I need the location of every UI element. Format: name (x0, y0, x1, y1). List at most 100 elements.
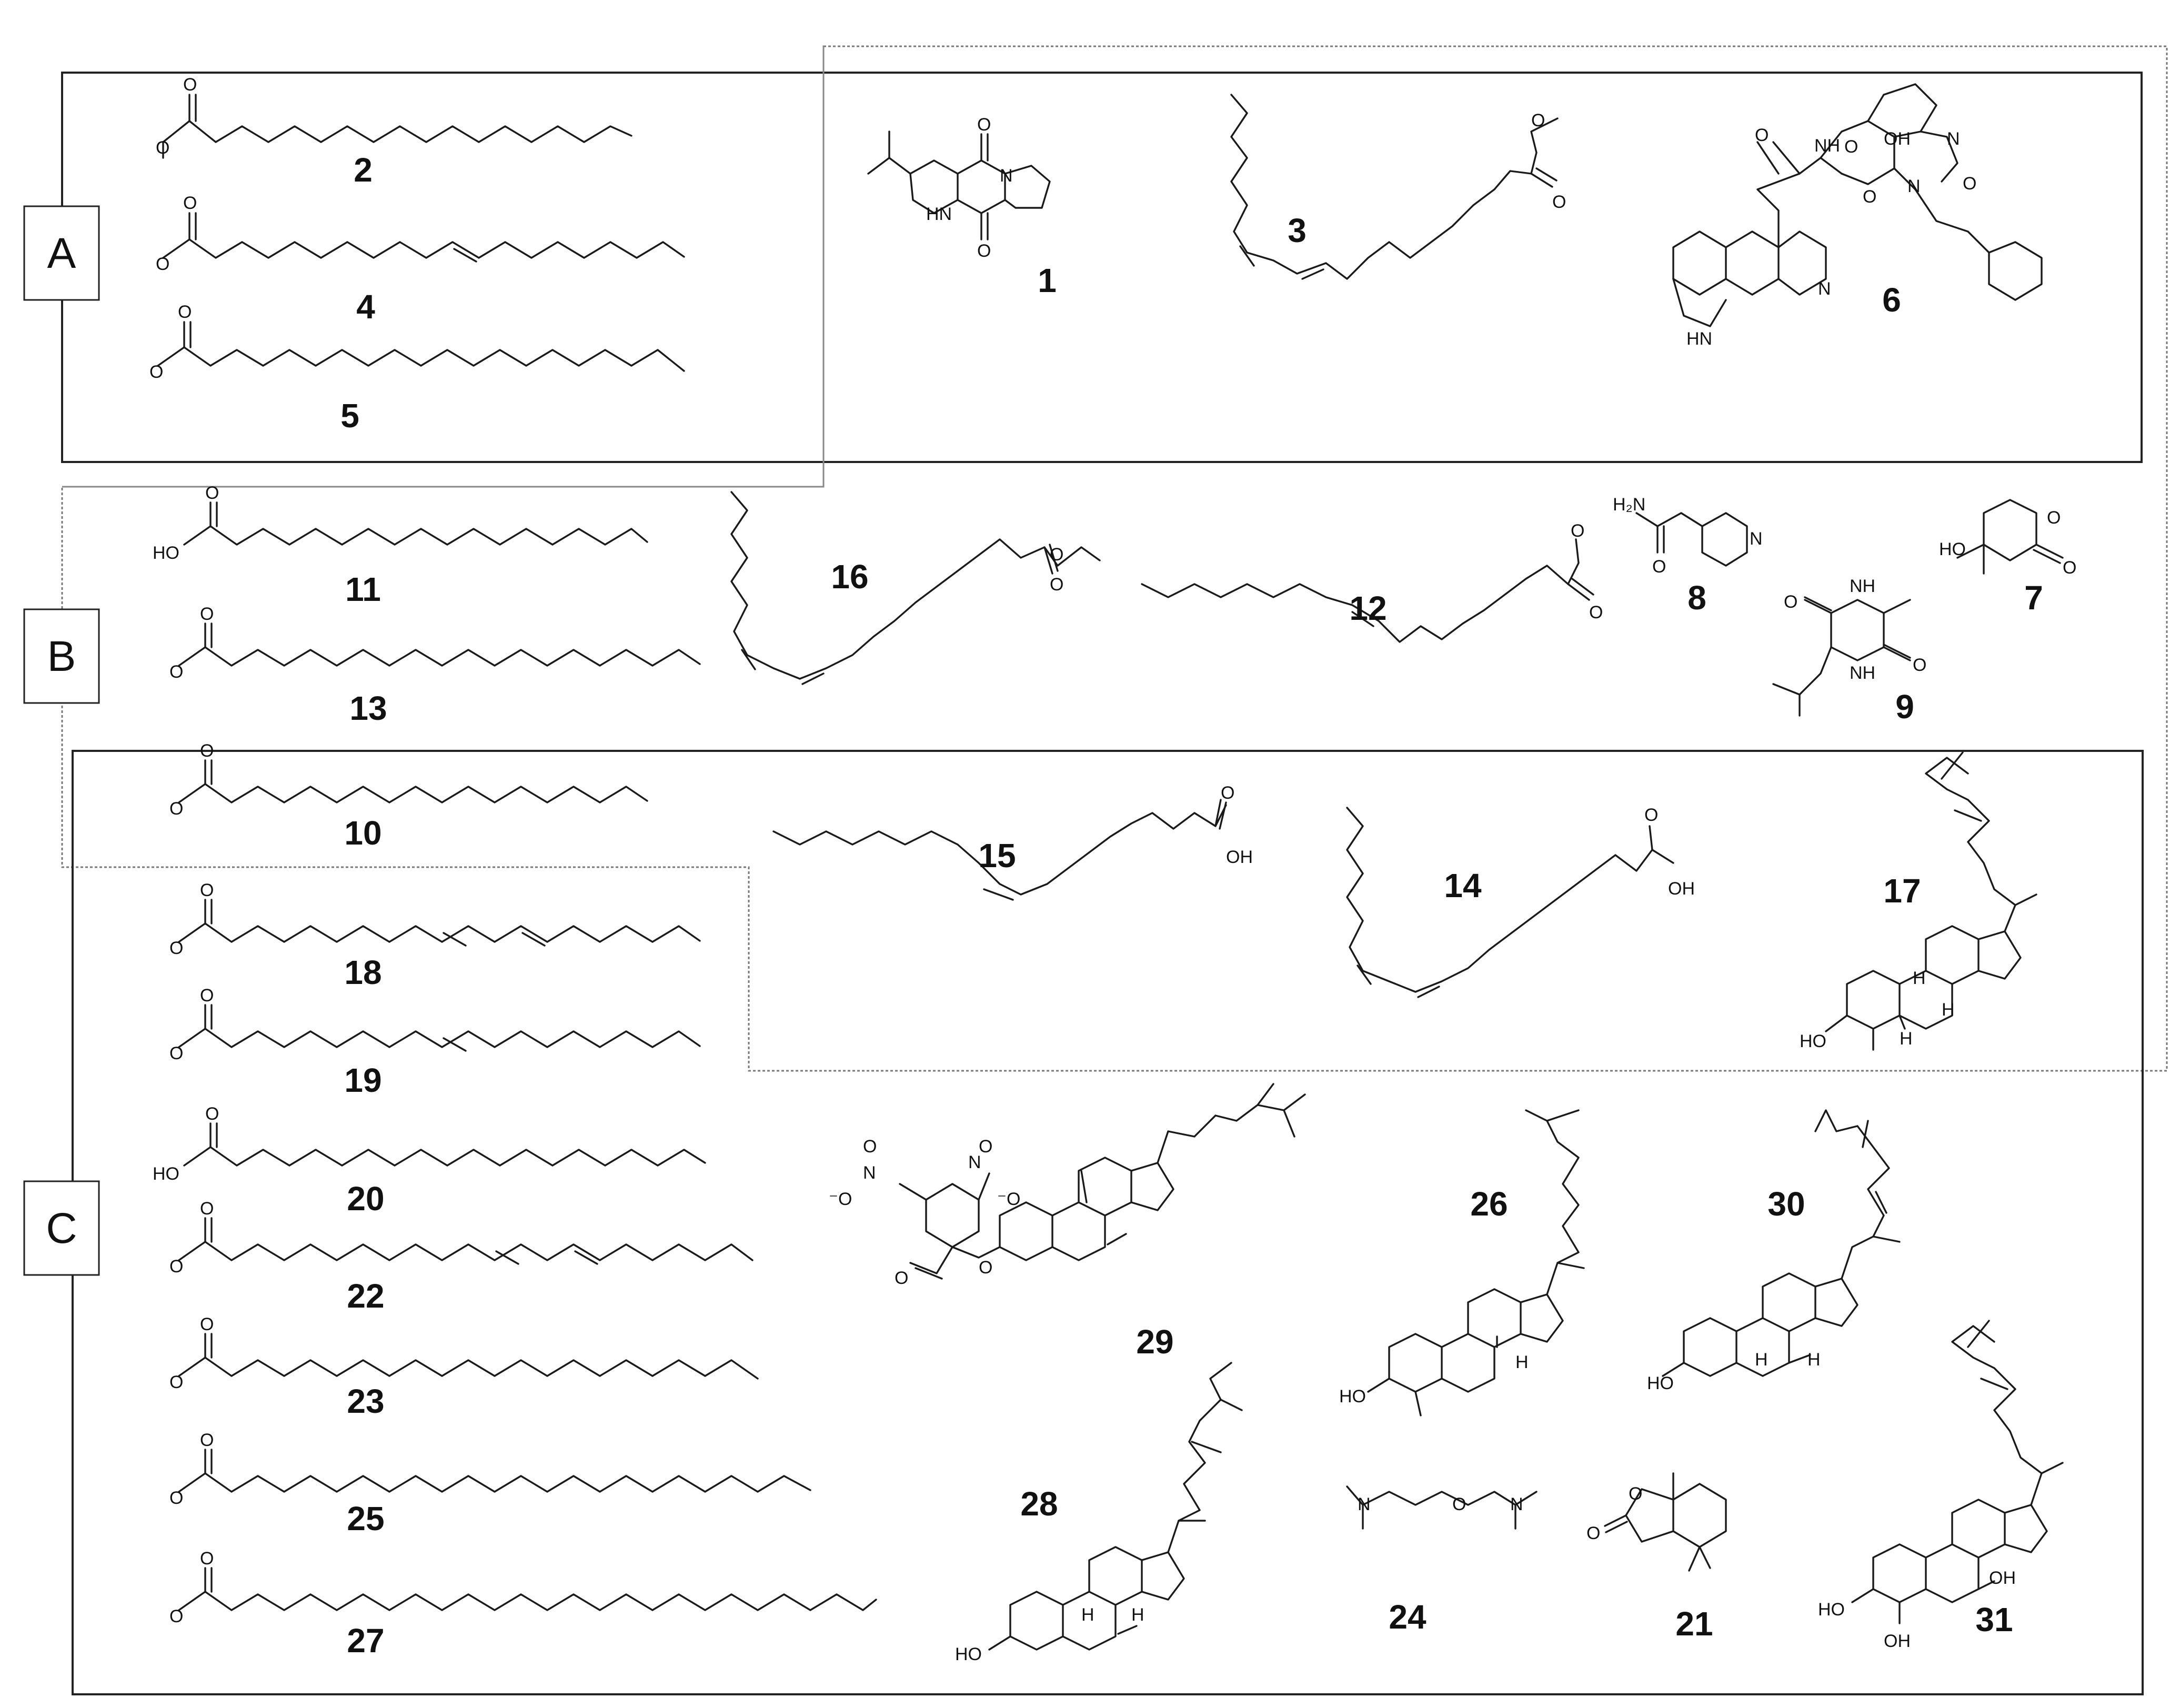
svg-text:N: N (1947, 129, 1960, 149)
group-c-box (72, 750, 2144, 1695)
svg-text:O: O (1452, 1494, 1466, 1514)
svg-text:HN: HN (1686, 329, 1712, 349)
svg-text:O: O (156, 254, 169, 274)
svg-text:HO: HO (955, 1644, 982, 1664)
structure-9: O NH O NH (1772, 576, 1926, 717)
svg-text:O: O (200, 880, 214, 900)
compound-20-label: 20 (347, 1180, 384, 1218)
structure-23: O O (169, 1314, 759, 1392)
svg-text:O: O (1844, 137, 1858, 157)
compound-30-label: 30 (1767, 1185, 1805, 1223)
compound-13-label: 13 (349, 689, 387, 727)
svg-text:O: O (169, 1372, 183, 1392)
svg-text:O: O (979, 1137, 992, 1157)
svg-text:H: H (1515, 1352, 1529, 1372)
svg-text:O: O (1531, 110, 1545, 130)
structure-17: HO H H H (1800, 751, 2037, 1051)
svg-text:O: O (205, 483, 219, 503)
compound-18-label: 18 (344, 953, 381, 991)
structure-28: HO H H (955, 1362, 1243, 1664)
svg-text:HO: HO (1339, 1387, 1366, 1406)
group-label-a: A (23, 205, 100, 301)
structure-22: O O (169, 1199, 754, 1277)
structure-25: O O (169, 1430, 811, 1508)
svg-text:O: O (1644, 805, 1658, 825)
compound-4-label: 4 (356, 288, 375, 326)
compound-31-label: 31 (1975, 1601, 2013, 1639)
svg-text:O: O (1050, 545, 1063, 565)
svg-text:H: H (1913, 968, 1926, 988)
svg-text:O: O (1784, 592, 1797, 612)
structure-4: O O (156, 193, 685, 274)
compound-25-label: 25 (347, 1500, 384, 1538)
svg-text:O: O (977, 115, 991, 135)
group-b-outline (62, 46, 825, 488)
structure-3: O O (1230, 94, 1566, 280)
svg-text:O: O (205, 1104, 219, 1124)
group-a-dotted-outline (61, 45, 2168, 1072)
structure-7: O O HO (1939, 499, 2076, 578)
svg-text:OH: OH (1226, 847, 1253, 867)
svg-text:O: O (1652, 557, 1666, 577)
svg-text:NH: NH (1850, 663, 1875, 683)
compound-22-label: 22 (347, 1277, 384, 1315)
svg-text:N: N (968, 1152, 981, 1172)
svg-text:O: O (169, 799, 183, 819)
svg-text:O: O (169, 662, 183, 682)
svg-text:N: N (1907, 176, 1921, 196)
svg-text:O: O (169, 1043, 183, 1063)
svg-text:O: O (2063, 558, 2076, 578)
svg-text:HO: HO (1800, 1031, 1826, 1051)
structure-20: O HO (153, 1104, 706, 1184)
structure-24: N O N (1346, 1485, 1538, 1530)
svg-text:O: O (1586, 1523, 1600, 1543)
compound-3-label: 3 (1288, 212, 1307, 249)
svg-text:HN: HN (926, 204, 952, 224)
compound-5-label: 5 (340, 397, 359, 435)
structure-30: HO H H (1647, 1109, 1901, 1393)
structure-5: O O (149, 302, 685, 382)
structure-2: O O (156, 75, 632, 159)
svg-text:OH: OH (1668, 879, 1695, 899)
compound-16-label: 16 (831, 558, 868, 596)
svg-text:O: O (200, 1199, 214, 1219)
svg-text:NH: NH (1850, 576, 1875, 596)
compound-21-label: 21 (1675, 1605, 1713, 1643)
svg-text:N: N (1818, 279, 1831, 299)
svg-text:O: O (979, 1258, 992, 1278)
group-label-c: C (23, 1180, 100, 1276)
compound-27-label: 27 (347, 1622, 384, 1660)
svg-text:OH: OH (1884, 1631, 1911, 1651)
compound-7-label: 7 (2024, 579, 2043, 617)
structure-27: O O (169, 1549, 877, 1626)
svg-text:O: O (200, 604, 214, 624)
svg-text:O: O (169, 938, 183, 958)
svg-text:N: N (863, 1163, 876, 1183)
compound-1-label: 1 (1038, 262, 1057, 299)
structure-16: O O (730, 491, 1101, 685)
compound-6-label: 6 (1882, 281, 1901, 319)
svg-text:O: O (1221, 783, 1234, 803)
svg-text:O: O (977, 241, 991, 261)
svg-text:N: N (1510, 1494, 1523, 1514)
structure-14: O OH (1346, 805, 1695, 998)
svg-text:O: O (178, 302, 192, 322)
svg-text:O: O (895, 1268, 908, 1288)
svg-text:B: B (47, 632, 76, 680)
structure-18: O O (169, 880, 701, 958)
svg-text:H: H (1131, 1605, 1144, 1625)
structure-26: HO H (1339, 1109, 1585, 1416)
compound-2-label: 2 (354, 151, 373, 189)
svg-text:O: O (1552, 192, 1566, 212)
svg-text:H: H (1807, 1350, 1821, 1370)
svg-text:O: O (2047, 508, 2061, 528)
svg-text:O: O (169, 1606, 183, 1626)
svg-text:O: O (149, 362, 163, 382)
structure-6: O NH O OH O N N O N HN (1672, 83, 2043, 349)
compound-15-label: 15 (978, 837, 1016, 875)
compound-14-label: 14 (1444, 867, 1482, 905)
compound-10-label: 10 (344, 814, 381, 852)
svg-text:NH: NH (1814, 136, 1840, 156)
svg-text:⁻O: ⁻O (829, 1189, 852, 1209)
